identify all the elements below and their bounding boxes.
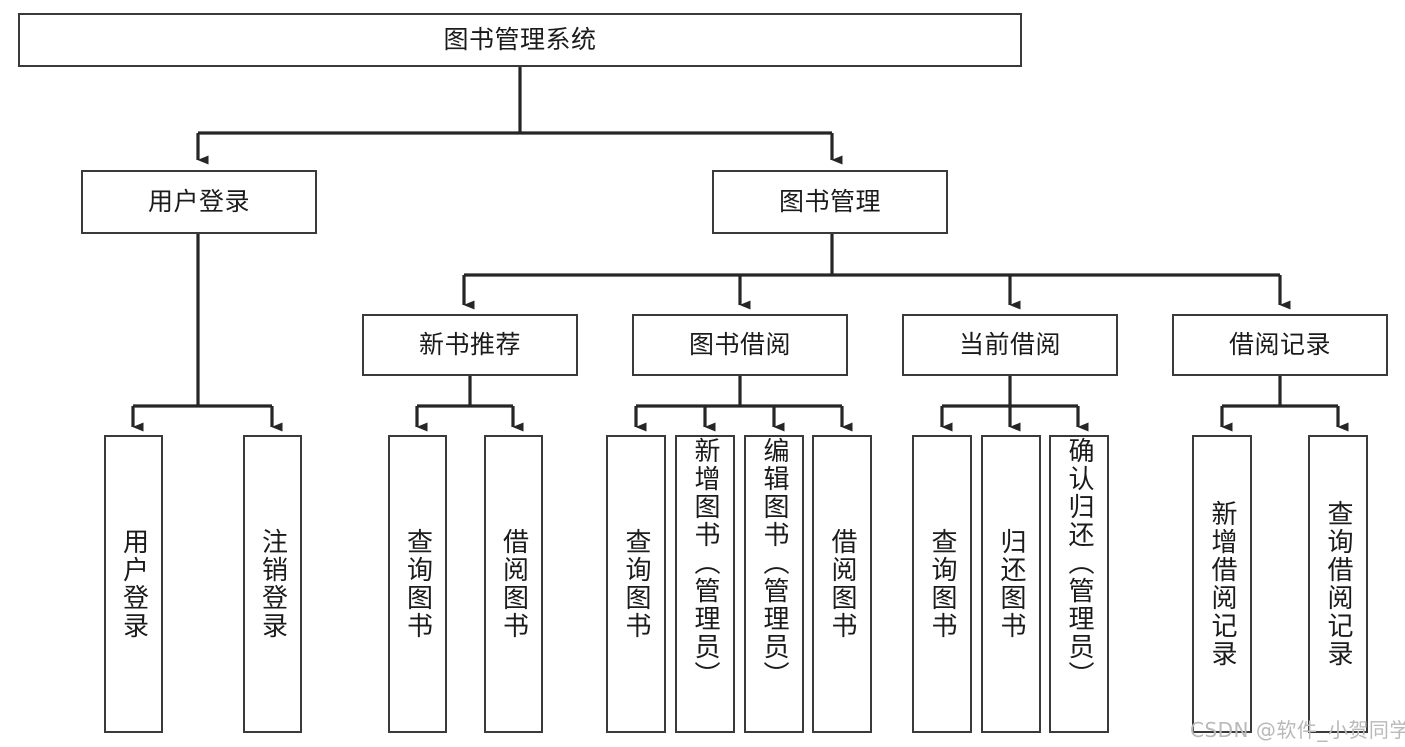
node-label: 借阅图书 (827, 528, 858, 640)
node-label: 新增借阅记录 (1207, 500, 1238, 668)
node-book-management[interactable]: 图书管理 (712, 170, 948, 234)
node-label: 新书推荐 (418, 331, 521, 359)
node-label: 图书借阅 (688, 331, 791, 359)
node-label: 当前借阅 (958, 331, 1061, 359)
leaf-add-borrow-record[interactable]: 新增借阅记录 (1192, 435, 1252, 733)
node-borrowing-record[interactable]: 借阅记录 (1172, 314, 1388, 376)
node-label: 用户登录 (147, 188, 250, 216)
node-book-borrowing[interactable]: 图书借阅 (632, 314, 848, 376)
node-current-borrowing[interactable]: 当前借阅 (902, 314, 1118, 376)
node-label: 查询图书 (621, 528, 652, 640)
node-label: 查询图书 (927, 528, 958, 640)
node-label: 用户登录 (119, 528, 150, 640)
leaf-query-book-3[interactable]: 查询图书 (912, 435, 972, 733)
leaf-query-book-1[interactable]: 查询图书 (388, 435, 447, 733)
node-label: 确认归还（管理员） (1064, 437, 1095, 689)
node-book-management-system[interactable]: 图书管理系统 (18, 13, 1022, 67)
node-label: 图书管理 (778, 188, 881, 216)
node-label: 查询借阅记录 (1323, 500, 1354, 668)
node-label: 图书管理系统 (443, 26, 597, 54)
leaf-query-book-2[interactable]: 查询图书 (606, 435, 666, 733)
node-label: 注销登录 (258, 528, 289, 640)
csdn-watermark: CSDN @软件_小贺同学 (1190, 718, 1405, 742)
node-label: 归还图书 (996, 528, 1027, 640)
leaf-edit-book[interactable]: 编辑图书（管理员） (744, 435, 804, 733)
node-label: 借阅记录 (1228, 331, 1331, 359)
leaf-user-login[interactable]: 用户登录 (104, 435, 163, 733)
leaf-borrow-book-1[interactable]: 借阅图书 (484, 435, 543, 733)
leaf-confirm-return[interactable]: 确认归还（管理员） (1049, 435, 1109, 733)
node-label: 编辑图书（管理员） (759, 437, 790, 689)
node-new-book-recommendation[interactable]: 新书推荐 (362, 314, 578, 376)
leaf-query-borrow-record[interactable]: 查询借阅记录 (1308, 435, 1368, 733)
leaf-logout[interactable]: 注销登录 (243, 435, 302, 733)
node-label: 查询图书 (403, 528, 434, 640)
leaf-return-book[interactable]: 归还图书 (981, 435, 1041, 733)
leaf-borrow-book-2[interactable]: 借阅图书 (812, 435, 872, 733)
node-user-login[interactable]: 用户登录 (81, 170, 317, 234)
node-label: 新增图书（管理员） (690, 437, 721, 689)
node-label: 借阅图书 (499, 528, 530, 640)
leaf-add-book[interactable]: 新增图书（管理员） (675, 435, 735, 733)
